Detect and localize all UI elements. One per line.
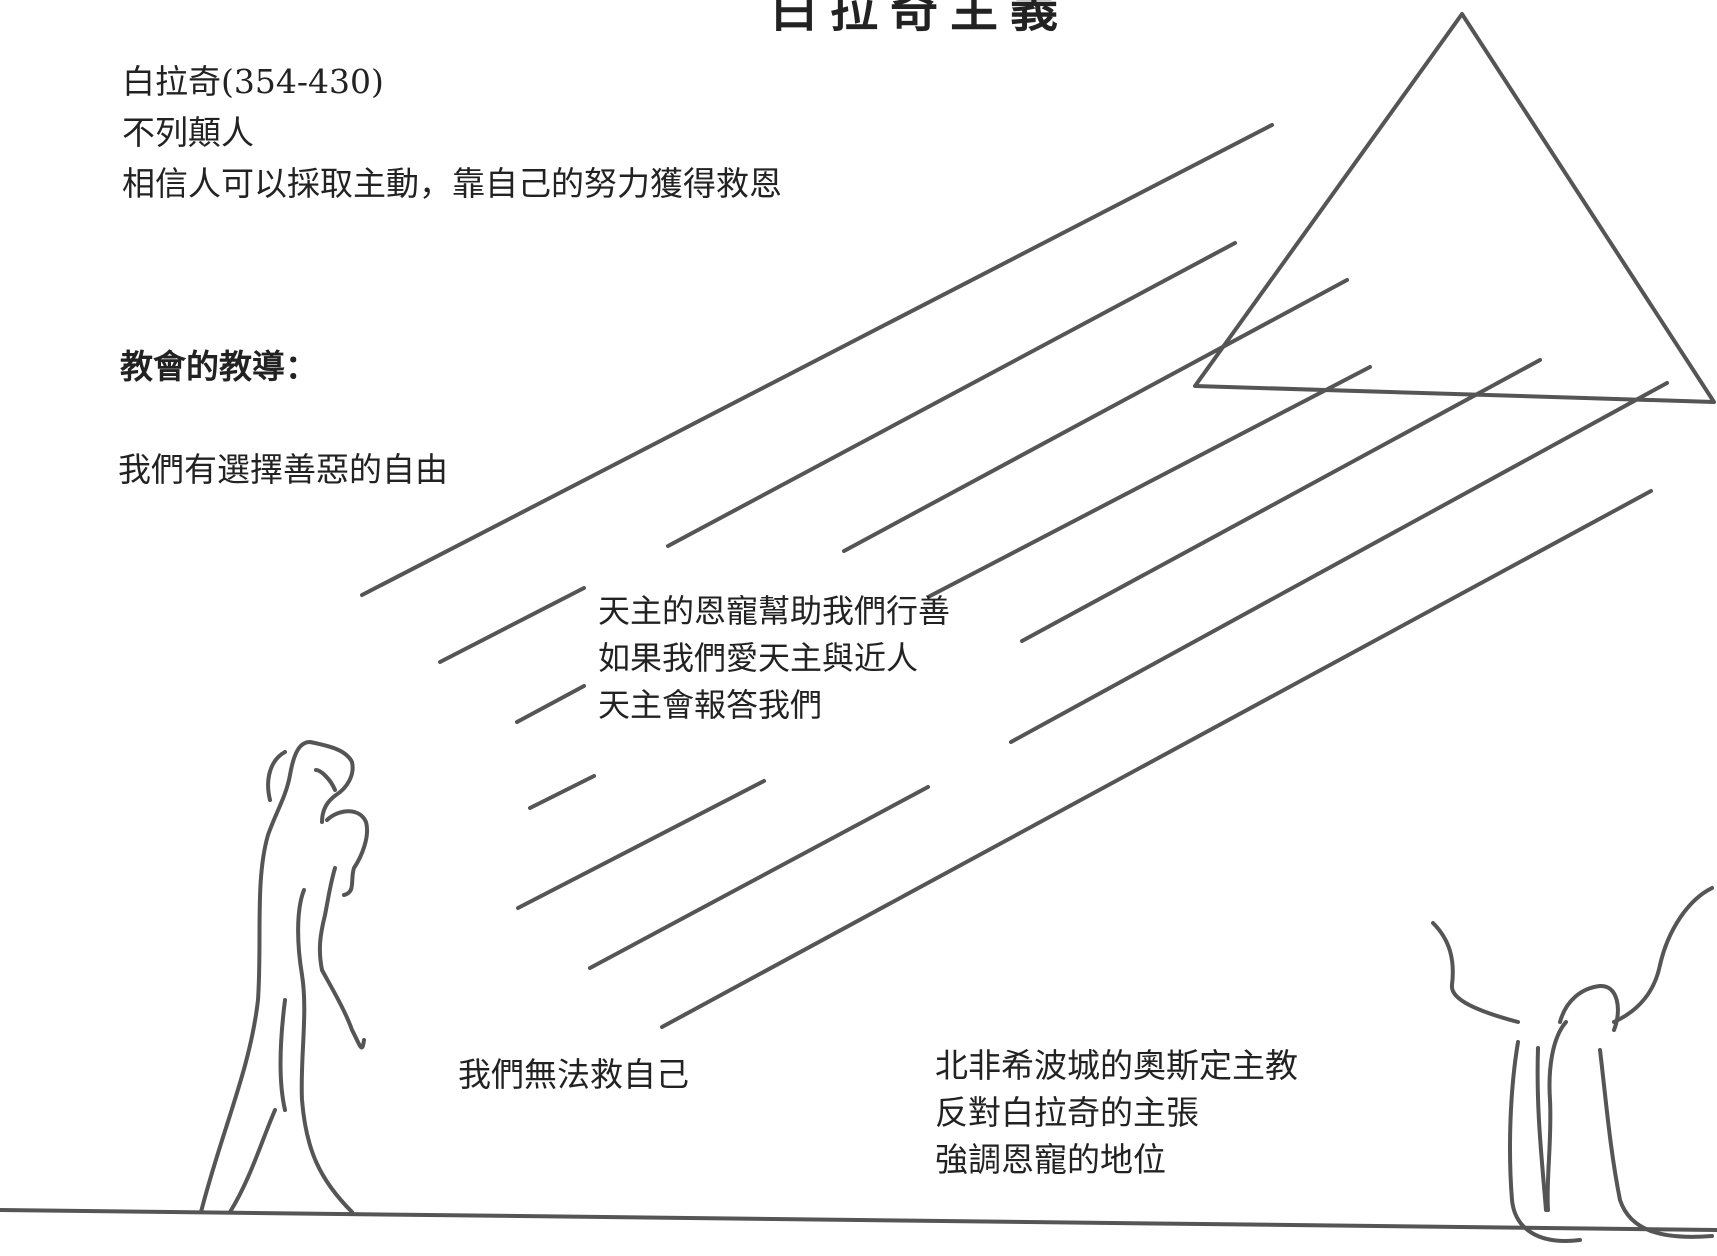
intro-block: 白拉奇(354-430) 不列顛人 相信人可以採取主動，靠自己的努力獲得救恩	[122, 56, 782, 209]
rays	[360, 123, 1669, 1029]
praying-figure	[1431, 886, 1714, 1243]
walking-couple-figure	[199, 740, 369, 1214]
name-years: 白拉奇(354-430)	[122, 62, 384, 101]
grace-line-3: 天主會報答我們	[598, 686, 823, 724]
ground-line	[0, 1208, 1717, 1232]
grace-line-2: 如果我們愛天主與近人	[598, 639, 919, 677]
grace-line-1: 天主的恩寵幫助我們行善	[598, 592, 951, 630]
grace-block: 天主的恩寵幫助我們行善 如果我們愛天主與近人 天主會報答我們	[598, 588, 950, 729]
page-title: 白拉奇主義	[770, 0, 1071, 38]
augustine-line-1: 北非希波城的奧斯定主教	[935, 1046, 1298, 1085]
origin-text: 不列顛人	[122, 113, 254, 152]
cannot-save-text: 我們無法救自己	[458, 1055, 689, 1094]
belief-text: 相信人可以採取主動，靠自己的努力獲得救恩	[122, 164, 782, 203]
triangle-symbol	[1193, 12, 1716, 404]
augustine-line-3: 強調恩寵的地位	[935, 1140, 1166, 1179]
church-teaching-heading: 教會的教導：	[120, 347, 318, 386]
augustine-line-2: 反對白拉奇的主張	[935, 1093, 1199, 1132]
augustine-block: 北非希波城的奧斯定主教 反對白拉奇的主張 強調恩寵的地位	[935, 1042, 1298, 1183]
free-will-text: 我們有選擇善惡的自由	[118, 450, 448, 489]
